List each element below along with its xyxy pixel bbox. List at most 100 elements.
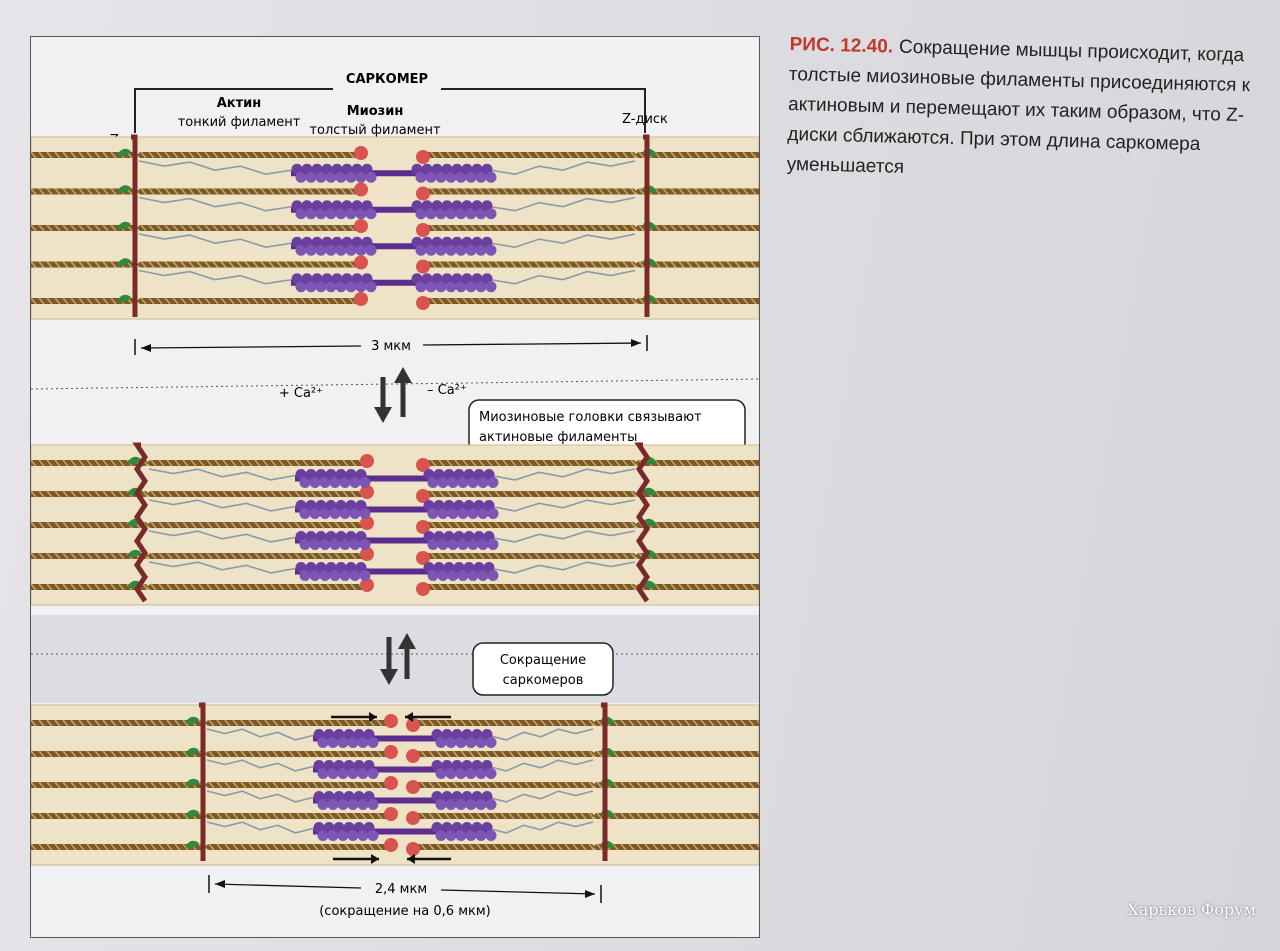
myosin-tip-head (416, 489, 430, 503)
myosin-filament-head (365, 208, 377, 220)
myosin-filament-head (337, 799, 349, 810)
myosin-tip-head (354, 292, 368, 306)
myosin-filament-head (437, 539, 449, 550)
myosin-filament-head (485, 171, 497, 183)
myosin-filament-head (467, 477, 479, 488)
actin-filament-twist (140, 151, 363, 159)
myosin-filament-head (345, 281, 357, 293)
capz-cap (185, 747, 199, 756)
calcium-minus-label: – Ca²⁺ (427, 383, 467, 398)
myosin-filament-head (465, 830, 477, 841)
myosin-filament-head (359, 508, 371, 519)
titin-filament (138, 269, 292, 285)
myosin-tip-head (360, 578, 374, 592)
myosin-filament-head (475, 244, 487, 256)
arrow-down-icon (374, 407, 392, 423)
titin-filament (490, 499, 636, 512)
sarcomere-label: САРКОМЕР (346, 72, 428, 87)
myosin-tip-head (416, 150, 430, 164)
myosin-tip-head (416, 186, 430, 201)
bound-heads-sarcomere-panel (31, 442, 759, 606)
myosin-filament-head (317, 799, 329, 810)
myosin-tip-head (384, 714, 398, 728)
z-disc (601, 702, 608, 861)
myosin-filament-head (305, 244, 317, 256)
myosin-filament-head (357, 737, 369, 748)
myosin-filament-head (305, 171, 317, 183)
myosin-filament-head (477, 508, 489, 519)
myosin-filament-head (299, 539, 311, 550)
myosin-filament-head (315, 208, 327, 220)
diagram-canvas: САРКОМЕР Z -диск Z-диск Актин тонкий фил… (31, 72, 759, 919)
myosin-filament-head (335, 171, 347, 183)
myosin-filament-head (345, 171, 357, 183)
myosin-filament-head (335, 208, 347, 220)
myosin-filament-head (319, 539, 331, 550)
titin-filament (490, 269, 636, 285)
myosin-filament-head (339, 570, 351, 581)
myosin-tip-head (416, 582, 430, 596)
actin-filament-twist (140, 297, 363, 305)
myosin-filament-head (359, 570, 371, 581)
z-disc (643, 134, 650, 317)
titin-filament (206, 790, 314, 803)
titin-filament (490, 530, 636, 543)
myosin-filament-head (357, 768, 369, 779)
myosin-filament-head (465, 281, 477, 293)
titin-filament (206, 821, 314, 834)
myosin-filament-head (345, 244, 357, 256)
shortening-note: (сокращение на 0,6 мкм) (319, 904, 491, 919)
actin-filament-twist (596, 843, 759, 851)
z-disc (199, 702, 206, 861)
actin-filament-twist (31, 459, 149, 467)
myosin-filament-head (445, 768, 457, 779)
myosin-filament-head (337, 768, 349, 779)
myosin-filament-head (349, 477, 361, 488)
myosin-filament-head (415, 171, 427, 183)
myosin-filament-head (475, 171, 487, 183)
myosin-filament-head (367, 830, 379, 841)
actin-filament-twist (140, 187, 363, 196)
watermark: Харьков Форум (1127, 900, 1256, 919)
contraction-arrowhead (369, 712, 377, 722)
actin-filament-twist (208, 843, 391, 851)
myosin-tip-head (354, 182, 368, 197)
myosin-filament-head (319, 570, 331, 581)
actin-filament-twist (31, 521, 149, 529)
myosin-filament-head (349, 539, 361, 550)
myosin-filament-head (337, 830, 349, 841)
myosin-filament-head (359, 539, 371, 550)
capz-cap (117, 221, 131, 230)
relaxed-length-dimension: 3 мкм (134, 335, 648, 355)
myosin-filament-head (327, 768, 339, 779)
myosin-filament-head (349, 570, 361, 581)
capz-cap (185, 778, 199, 787)
arrow-up-icon (394, 367, 412, 383)
myosin-filament-head (339, 508, 351, 519)
gap-band (31, 615, 759, 703)
myosin-filament-head (309, 508, 321, 519)
myosin-filament-head (455, 737, 467, 748)
myosin-tip-head (360, 547, 374, 561)
myosin-tip-head (406, 749, 420, 763)
myosin-filament-head (329, 508, 341, 519)
myosin-filament-head (327, 799, 339, 810)
titin-filament (148, 561, 296, 574)
myosin-filament-head (317, 737, 329, 748)
myosin-filament-head (435, 171, 447, 183)
myosin-filament-head (475, 208, 487, 220)
arrow-down-icon-2 (380, 669, 398, 685)
capz-cap (127, 549, 141, 558)
myosin-filament-head (425, 244, 437, 256)
myosin-filament-head (455, 171, 467, 183)
myosin-filament-head (465, 244, 477, 256)
myosin-filament-head (465, 768, 477, 779)
myosin-filament-head (325, 244, 337, 256)
myosin-filament-head (299, 570, 311, 581)
myosin-filament-head (357, 799, 369, 810)
titin-filament (138, 233, 292, 249)
myosin-filament-head (475, 281, 487, 293)
myosin-tip-head (384, 838, 398, 852)
titin-filament (148, 499, 296, 512)
figure-number: РИС. 12.40. (789, 33, 894, 58)
